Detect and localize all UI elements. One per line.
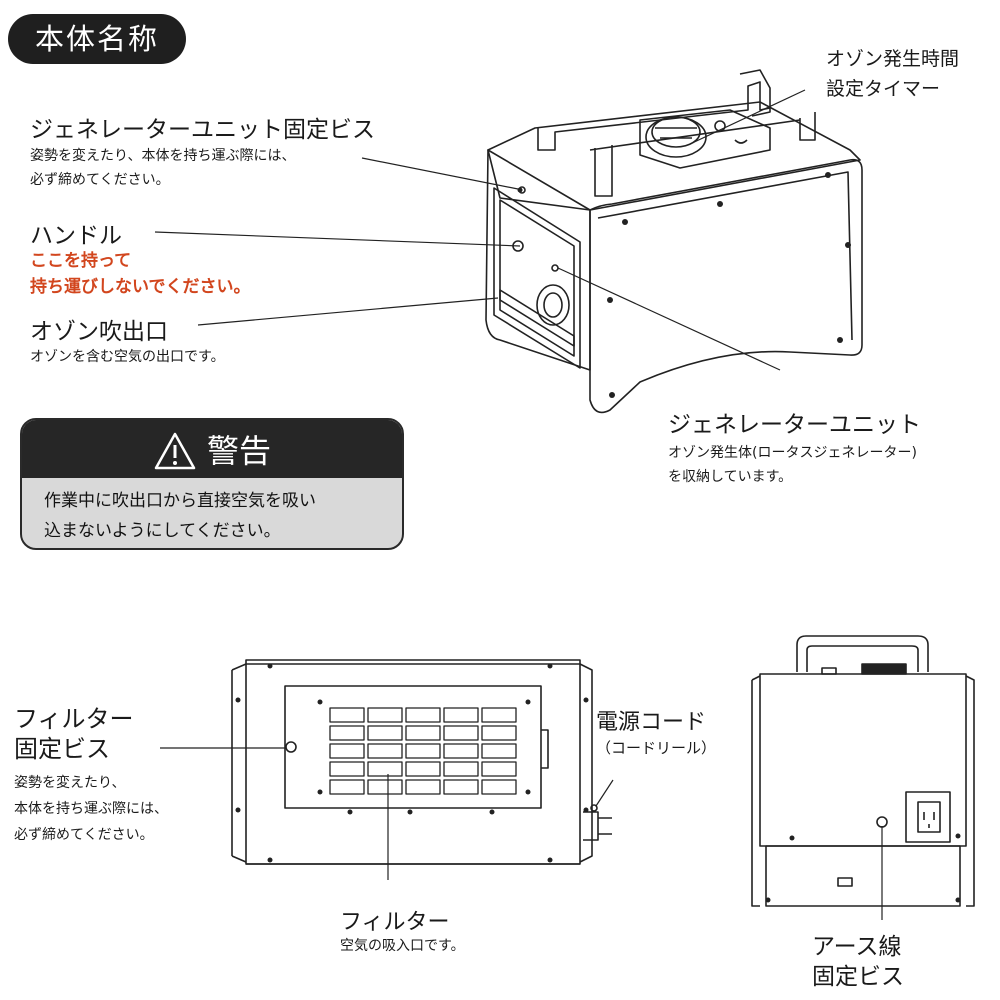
filter-desc: 空気の吸入口です。 bbox=[340, 938, 465, 954]
outlet-desc: オゾンを含む空気の出口です。 bbox=[30, 349, 225, 365]
filter-grid bbox=[329, 707, 517, 795]
power-cord-title: 電源コード bbox=[596, 710, 707, 735]
warning-triangle-icon bbox=[154, 432, 196, 470]
warning-text: 作業中に吹出口から直接空気を吸い 込まないようにしてください。 bbox=[44, 491, 316, 541]
side-view-drawing bbox=[751, 635, 975, 907]
filter-title: フィルター bbox=[340, 910, 450, 935]
unit-3d-screws bbox=[517, 172, 851, 398]
power-cord-sub: （コードリール） bbox=[596, 739, 717, 757]
earth-screw-label: アース線 固定ビス bbox=[812, 934, 904, 990]
gen-unit-desc: オゾン発生体(ロータスジェネレーター) を収納しています。 bbox=[668, 445, 917, 485]
gen-screw-title: ジェネレーターユニット固定ビス bbox=[30, 117, 375, 143]
gen-unit-title: ジェネレーターユニット bbox=[668, 412, 921, 438]
warning-header: 警告 bbox=[22, 420, 402, 478]
warning-box: 警告 作業中に吹出口から直接空気を吸い 込まないようにしてください。 bbox=[20, 418, 404, 550]
back-view-drawing bbox=[231, 659, 593, 865]
outlet-title: オゾン吹出口 bbox=[30, 319, 168, 345]
page-title: 本体名称 bbox=[8, 14, 186, 64]
unit-3d-drawing bbox=[485, 69, 863, 414]
filter-screw bbox=[285, 741, 297, 753]
side-view-screws bbox=[765, 833, 961, 903]
power-cord-drawing bbox=[583, 804, 612, 841]
handle-title: ハンドル bbox=[30, 223, 122, 249]
handle-warning: ここを持って 持ち運びしないでください。 bbox=[30, 251, 251, 297]
back-view-screws bbox=[235, 663, 589, 863]
timer-label: オゾン発生時間 設定タイマー bbox=[826, 48, 960, 100]
gen-screw-desc: 姿勢を変えたり、本体を持ち運ぶ際には、 必ず締めてください。 bbox=[30, 148, 296, 188]
leader-lines bbox=[154, 89, 883, 920]
earth-screw bbox=[876, 816, 888, 828]
filter-screw-desc: 姿勢を変えたり、 本体を持ち運ぶ際には、 必ず締めてください。 bbox=[14, 775, 168, 843]
filter-screw-title: フィルター 固定ビス bbox=[14, 705, 134, 763]
